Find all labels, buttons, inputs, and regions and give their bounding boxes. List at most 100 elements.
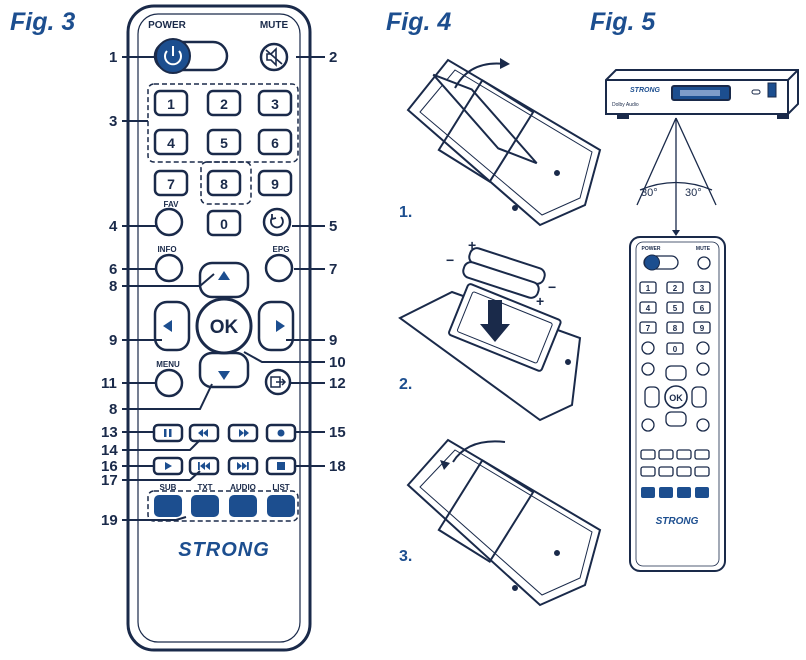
menu-button [154,368,184,398]
battery-plus-top: + [468,237,476,253]
ir-arrowhead [672,230,680,236]
exit-icon [270,376,287,388]
remote-inner-edge [137,13,301,643]
mini-key-1: 1 [646,284,651,293]
receiver-box [605,69,799,119]
color-key-list [267,495,295,517]
key-6-label: 6 [271,135,279,151]
fig4-title: Fig. 4 [386,8,452,36]
mini-key-9: 9 [700,324,705,333]
epg-button [264,253,294,283]
step-3-remote-closed [406,438,602,607]
fig3-title: Fig. 3 [10,8,76,36]
angle-left-label: 30° [641,187,658,199]
info-button [154,253,184,283]
up-arrow-icon [218,271,230,280]
key-5-label: 5 [220,135,228,151]
mini-key-2: 2 [673,284,678,293]
callout-13: 13 [101,424,118,441]
mute-label: MUTE [260,20,289,31]
menu-label: MENU [156,360,180,369]
fav-button [154,207,184,237]
key-2-label: 2 [220,96,228,112]
callouts [122,56,325,521]
mini-key-3: 3 [700,284,705,293]
key-1 [153,89,189,117]
fig5-title: Fig. 5 [590,8,656,36]
callout-2: 2 [329,49,337,66]
epg-label: EPG [273,245,290,254]
mini-mute-label: MUTE [696,246,711,252]
callout-18: 18 [329,458,346,475]
callout-3: 3 [109,113,117,130]
step-1-arrowhead [500,58,510,69]
callout-12: 12 [329,375,346,392]
nav-cluster: OK [153,261,295,389]
step-2-label: 2. [399,376,413,393]
color-key-group-outline [147,490,299,522]
callout-4: 4 [109,218,118,235]
pause-button [152,423,184,443]
remote-control: POWER MUTE 1 2 [126,4,312,652]
digit-keys: 1 2 3 4 5 6 7 8 9 0 [153,89,293,237]
down-arrow-icon [218,371,230,380]
key-8 [206,169,242,197]
mini-remote: POWER MUTE 1 2 3 4 5 6 7 8 9 0 [629,236,726,572]
previous-icon [198,462,210,470]
key-8-label: 8 [220,176,228,192]
key-9-label: 9 [271,176,279,192]
nav-down-button [198,351,250,389]
key-2 [206,89,242,117]
color-key-audio [229,495,257,517]
callout-17: 17 [101,472,118,489]
info-label: INFO [157,245,176,254]
key-9 [257,169,293,197]
txt-label: TXT [197,483,212,492]
rewind-icon [198,429,208,437]
callout-8-bottom: 8 [109,401,117,418]
step-1-label: 1. [399,204,413,221]
key-5 [206,128,242,156]
key-0-label: 0 [220,216,228,232]
pause-icon [164,429,172,437]
receiver-brand: STRONG [630,87,661,94]
callout-5: 5 [329,218,337,235]
key-7-label: 7 [167,176,175,192]
key-3 [257,89,293,117]
mini-power-label: POWER [642,246,661,252]
fast-forward-icon [239,429,249,437]
key-4-label: 4 [167,135,175,151]
left-arrow-icon [163,320,172,332]
insert-arrow [480,300,510,342]
fav-label: FAV [164,200,180,209]
receiver-badge: Dolby Audio [612,102,639,108]
digit-8-group-outline [200,161,252,205]
remote-brand-logo: STRONG [178,539,270,561]
next-icon [237,462,249,470]
callout-8-top: 8 [109,278,117,295]
step-3-arrowhead [440,460,450,470]
callout-1: 1 [109,49,117,66]
callout-6: 6 [109,261,117,278]
color-key-sub [154,495,182,517]
key-4 [153,128,189,156]
mini-key-8: 8 [673,324,678,333]
battery-minus-right: − [548,279,556,295]
back-button [262,207,292,237]
step-1-lift-arrow [454,62,506,89]
mini-brand-logo: STRONG [656,516,699,527]
step-1-remote-back [406,58,602,227]
record-icon [277,429,285,437]
audio-label: AUDIO [230,483,256,492]
back-icon [270,214,284,229]
angle-right-label: 30° [685,187,702,199]
stop-icon [277,462,285,470]
step-3-label: 3. [399,548,413,565]
power-label: POWER [148,20,187,31]
callout-7: 7 [329,261,337,278]
key-0 [206,209,242,237]
callout-16: 16 [101,458,118,475]
color-key-txt [191,495,219,517]
